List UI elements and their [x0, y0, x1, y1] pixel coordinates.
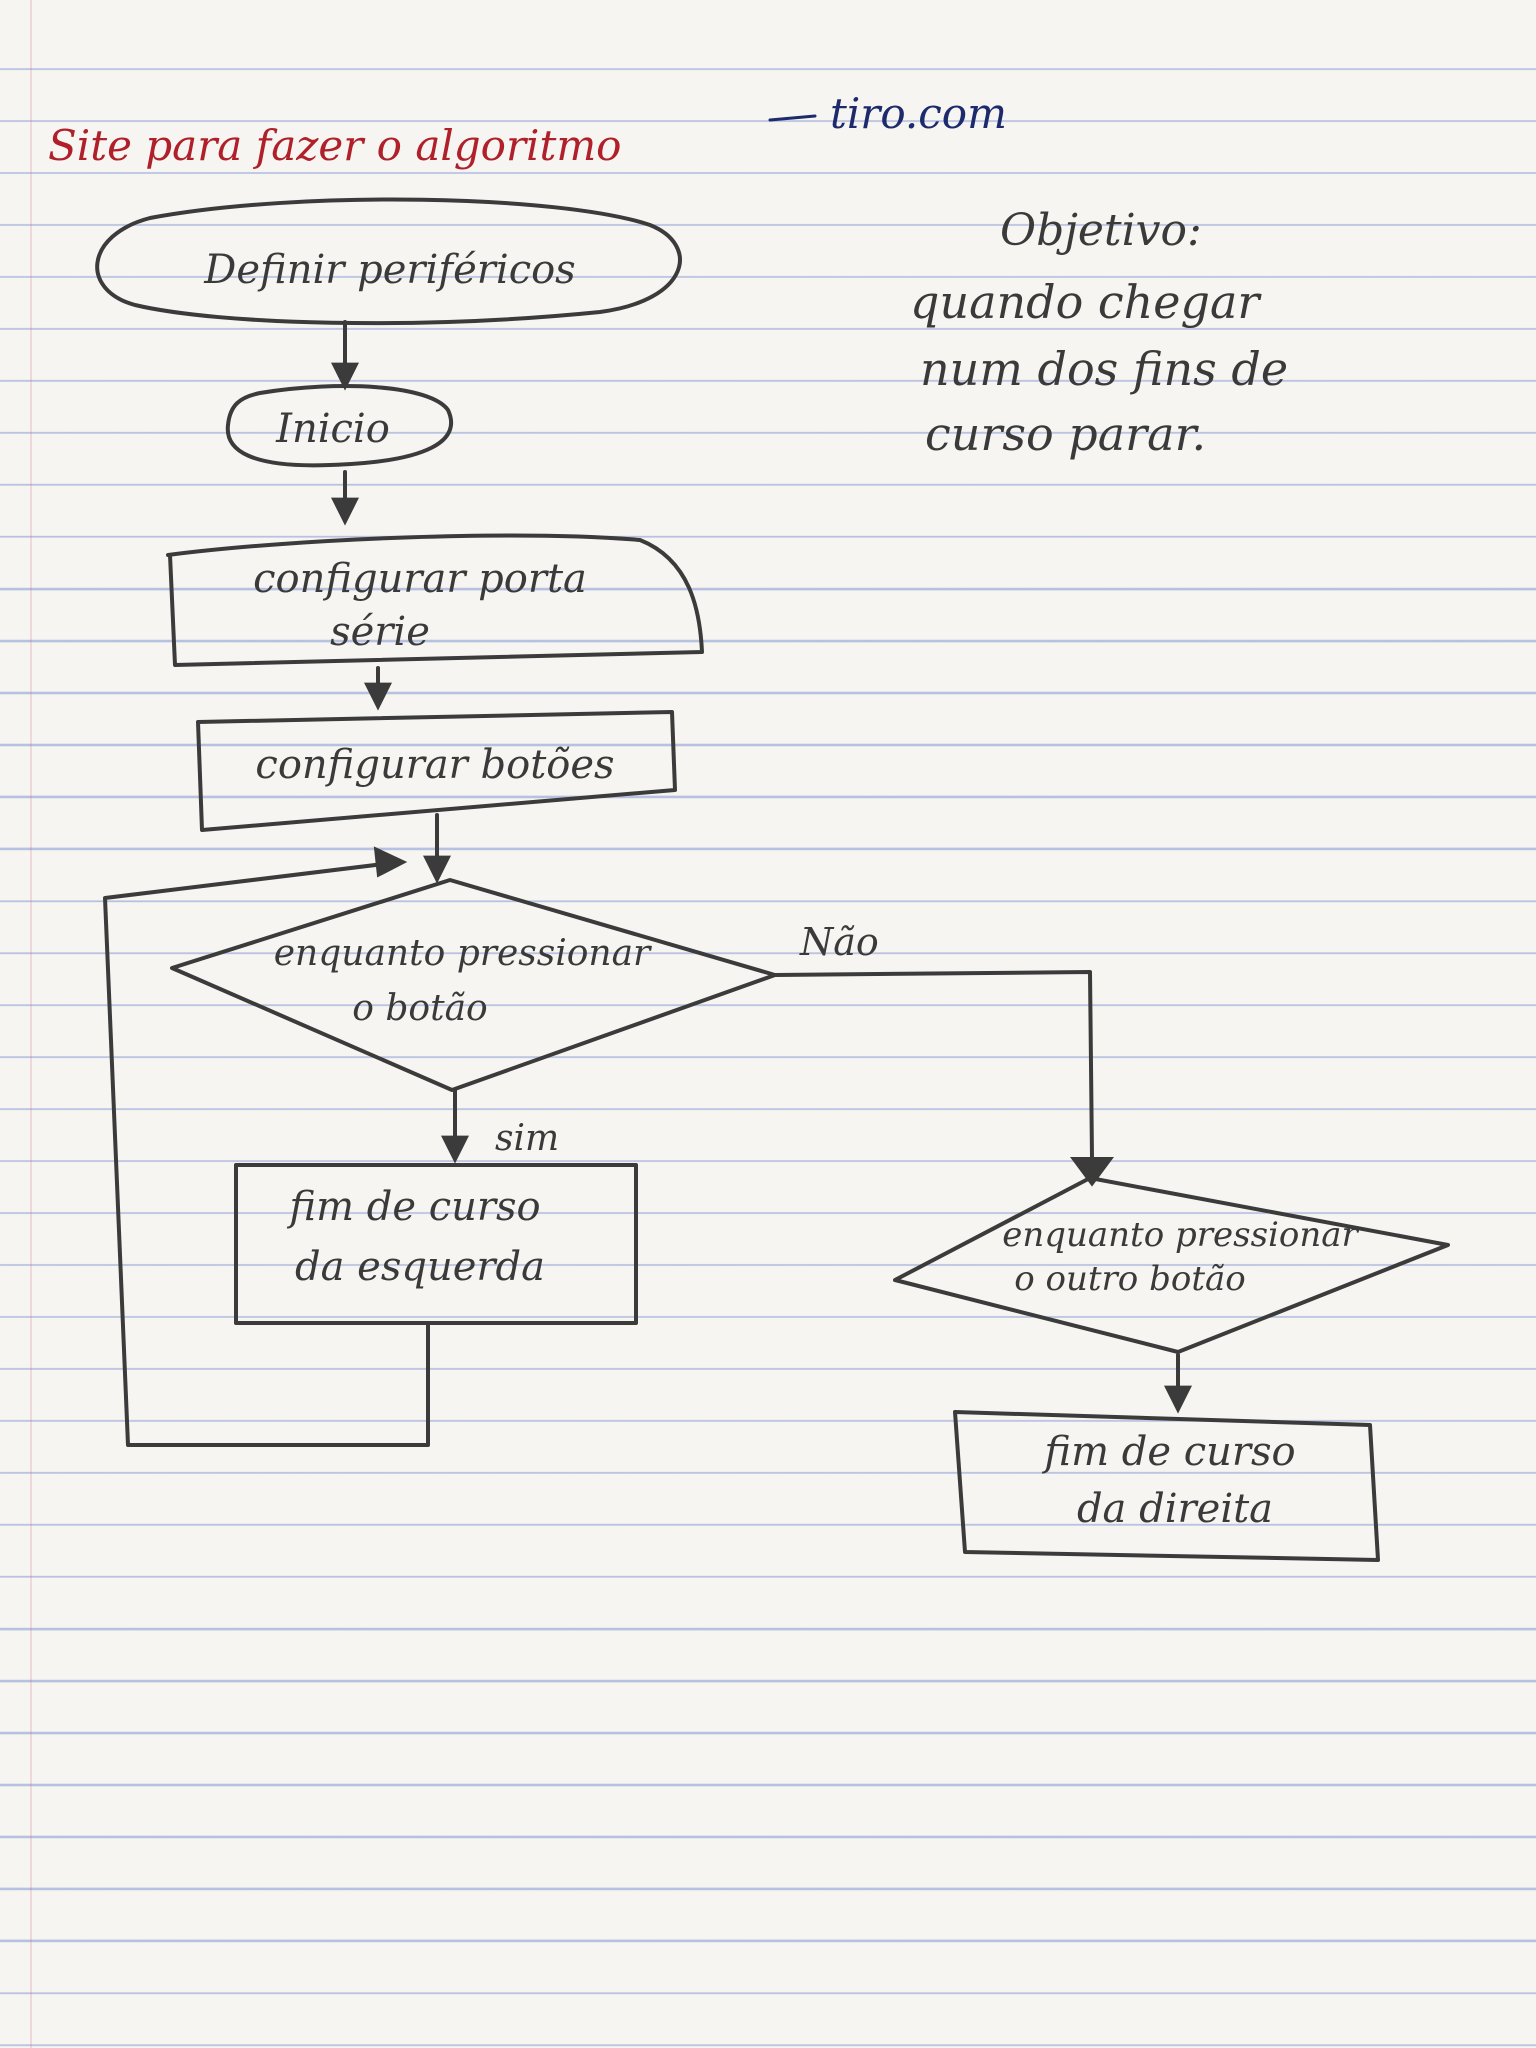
define-peripherals-label: Definir periféricos [203, 247, 575, 293]
edge-loop-back-arrowhead [373, 846, 408, 878]
configure-serial-shape [166, 533, 704, 667]
objective-line-3: curso parar. [925, 407, 1206, 461]
node-configure-serial: configurar porta série [166, 533, 704, 667]
node-configure-buttons: configurar botões [196, 710, 677, 832]
configure-serial-label-1: configurar porta [253, 556, 587, 602]
configure-buttons-shape [196, 710, 677, 832]
right-end-label-2: da direita [1077, 1486, 1273, 1532]
edge-decision1-no-arrowhead [1070, 1157, 1114, 1187]
node-define-peripherals: Definir periféricos [95, 197, 682, 326]
start-shape [225, 384, 454, 468]
header-note-text: Site para fazer o algoritmo [48, 121, 621, 170]
header-note: Site para fazer o algoritmo tiro.com [48, 89, 1007, 170]
right-end-label-1: fim de curso [1041, 1429, 1295, 1475]
objective-title: Objetivo: [1000, 205, 1202, 256]
header-arrow [768, 114, 817, 122]
node-decision-1: enquanto pressionar o botão [170, 878, 777, 1092]
left-end-shape [234, 1163, 638, 1325]
node-right-end: fim de curso da direita [953, 1410, 1380, 1562]
decision-2-shape [893, 1176, 1450, 1354]
decision-1-shape [170, 878, 777, 1092]
objective-line-2: num dos fins de [920, 342, 1288, 396]
left-end-label-2: da esquerda [295, 1244, 545, 1290]
decision-1-label-1: enquanto pressionar [274, 933, 652, 974]
decision-2-label-1: enquanto pressionar [1002, 1215, 1359, 1255]
objective-line-1: quando chegar [910, 275, 1262, 329]
node-left-end: fim de curso da esquerda [234, 1163, 638, 1325]
decision-2-label-2: o outro botão [1014, 1259, 1245, 1299]
configure-buttons-label: configurar botões [255, 742, 614, 788]
no-label: Não [799, 920, 879, 964]
left-end-label-1: fim de curso [286, 1184, 540, 1230]
header-link-text[interactable]: tiro.com [830, 89, 1007, 138]
start-label: Inicio [275, 406, 390, 452]
edge-loop-back [103, 860, 430, 1447]
node-start: Inicio [225, 384, 454, 468]
node-decision-2: enquanto pressionar o outro botão [893, 1176, 1450, 1354]
yes-label: sim [495, 1118, 559, 1159]
edge-decision1-no [773, 970, 1094, 1160]
right-end-shape [953, 1410, 1380, 1562]
decision-1-label-2: o botão [352, 988, 487, 1029]
configure-serial-label-2: série [330, 609, 430, 655]
define-peripherals-shape [95, 197, 682, 326]
objective-note: Objetivo: quando chegar num dos fins de … [910, 205, 1288, 461]
